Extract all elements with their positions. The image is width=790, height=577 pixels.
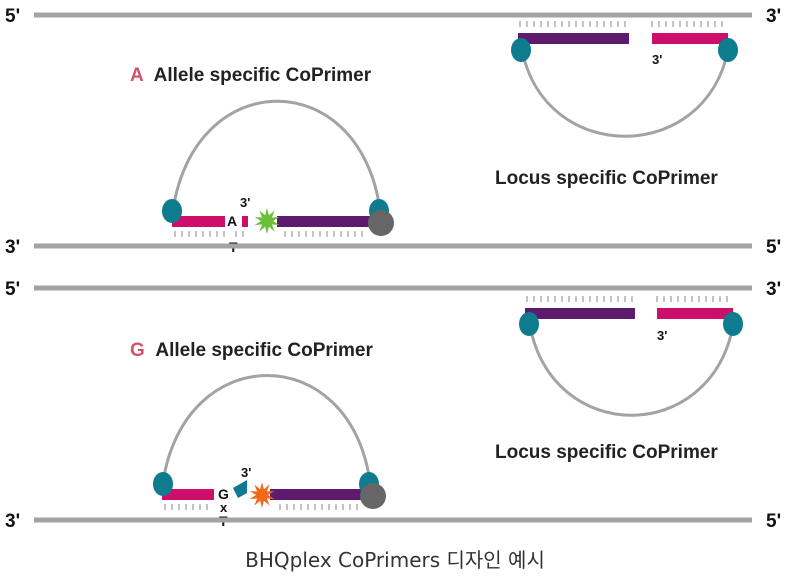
linker-end-cap-right — [718, 38, 738, 62]
allele-coprimer-linker-arc — [161, 374, 372, 483]
allele-letter-a: A — [130, 65, 144, 86]
locus-coprimer-linker-arc — [528, 325, 735, 417]
allele-coprimer-g: 3' G x T — [153, 374, 386, 529]
allele-coprimer-linker-arc — [171, 99, 382, 211]
linker-end-cap-left — [162, 199, 182, 223]
locus-primer-hybrid-ticks — [519, 21, 723, 27]
bottom-strand-5-prime-label: 5' — [766, 511, 781, 532]
bottom-strand-3-prime-label: 3' — [5, 511, 20, 532]
locus-coprimer-g: 3' — [519, 296, 743, 417]
allele-coprimer-a: 3' A T — [162, 99, 394, 255]
bottom-strand-3-prime-label: 3' — [5, 237, 20, 258]
locus-primer-bar-magenta — [652, 33, 728, 44]
fluorophore-star-orange — [249, 482, 275, 508]
allele-primer-hybrid-ticks — [174, 231, 363, 237]
locus-coprimer-a: 3' — [511, 21, 738, 138]
quencher-circle — [360, 483, 386, 509]
locus-title-a: Locus specific CoPrimer — [495, 168, 718, 189]
allele-primer-3-prime-label: 3' — [241, 465, 251, 480]
allele-primer-bar-magenta — [162, 489, 214, 500]
figure-caption: BHQplex CoPrimers 디자인 예시 — [245, 548, 545, 572]
top-strand-5-prime-label: 5' — [5, 279, 20, 300]
top-strand-3-prime-label: 3' — [766, 6, 781, 27]
quencher-circle — [368, 210, 394, 236]
primer-base-label: A — [227, 213, 237, 229]
allele-probe-bar-purple — [270, 489, 370, 500]
top-strand-5-prime-label: 5' — [5, 6, 20, 27]
allele-title-a: A Allele specific CoPrimer — [130, 65, 372, 86]
linker-end-cap-left — [511, 38, 531, 62]
panel-g: 5' 3' 3' G Allele specific CoPrimer Locu… — [5, 279, 781, 532]
locus-title-g: Locus specific CoPrimer — [495, 442, 718, 463]
bottom-strand-5-prime-label: 5' — [766, 237, 781, 258]
primer-base-label: G — [218, 486, 229, 502]
linker-end-cap-right — [723, 312, 743, 336]
allele-title-g: G Allele specific CoPrimer — [130, 340, 374, 361]
linker-end-cap-left — [153, 472, 173, 496]
allele-primer-3-prime-stub — [242, 216, 248, 227]
locus-primer-3-prime-label: 3' — [652, 52, 662, 67]
locus-primer-hybrid-ticks — [526, 296, 728, 302]
allele-primer-3-prime-flap — [233, 480, 247, 498]
allele-letter-g: G — [130, 340, 145, 361]
panel-a: 5' 3' 3' A Allele specific CoPrimer Locu… — [5, 6, 781, 258]
allele-primer-3-prime-label: 3' — [240, 195, 250, 210]
allele-primer-bar-magenta — [172, 216, 225, 227]
top-strand-3-prime-label: 3' — [766, 279, 781, 300]
allele-primer-hybrid-ticks — [164, 504, 358, 510]
linker-end-cap-left — [519, 312, 539, 336]
allele-title-text-g: Allele specific CoPrimer — [155, 340, 373, 361]
allele-title-text-a: Allele specific CoPrimer — [154, 65, 372, 86]
locus-primer-bar-purple — [518, 33, 629, 44]
locus-primer-3-prime-label: 3' — [657, 328, 667, 343]
fluorophore-star-green — [254, 208, 280, 234]
mismatch-mark: x — [220, 500, 228, 515]
locus-coprimer-linker-arc — [520, 49, 730, 138]
locus-primer-bar-purple — [525, 308, 635, 319]
locus-primer-bar-magenta — [657, 308, 733, 319]
allele-probe-bar-purple — [277, 216, 377, 227]
